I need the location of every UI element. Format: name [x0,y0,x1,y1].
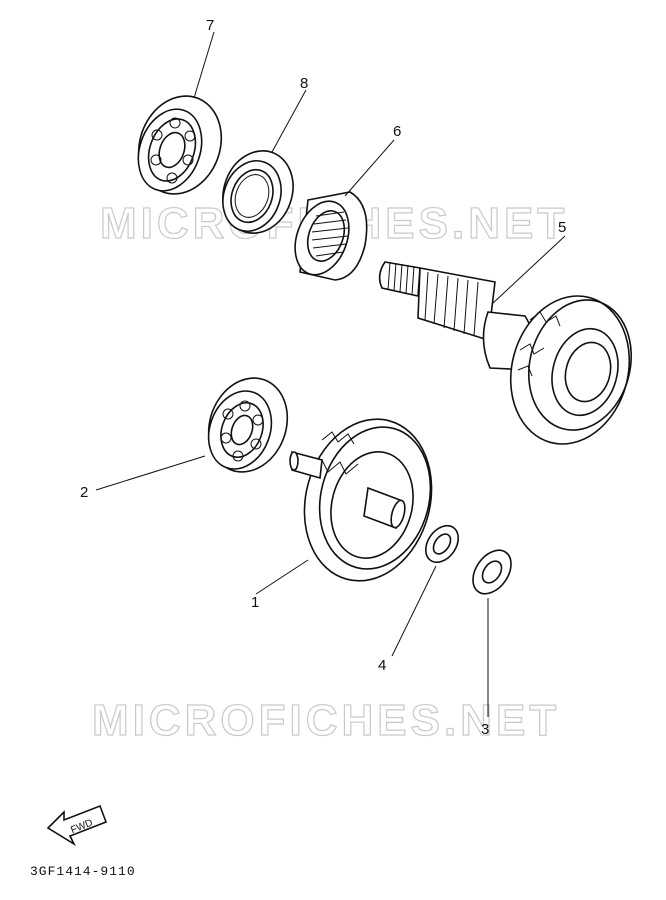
part-6-needle-bearing[interactable] [286,191,368,282]
part-5-shaft-gear[interactable] [378,261,646,457]
callout-3: 3 [481,721,489,738]
part-2-bearing[interactable] [196,367,300,483]
part-8-oil-seal[interactable] [212,141,305,243]
callout-5: 5 [558,219,566,236]
callout-8: 8 [300,75,308,92]
leader-lines [95,31,566,717]
part-7-bearing[interactable] [125,84,234,205]
callout-7: 7 [206,17,214,34]
part-3-washer[interactable] [465,543,519,601]
callout-1: 1 [251,594,259,611]
part-1-gear[interactable] [287,405,449,596]
callout-6: 6 [393,123,401,140]
part-4-washer[interactable] [419,520,465,569]
callout-4: 4 [378,657,386,674]
watermark-bottom: MICROFICHES.NET [92,696,560,745]
diagram-code: 3GF1414-9110 [30,864,136,879]
fwd-arrow-icon: FWD [46,804,108,847]
callout-2: 2 [80,484,88,501]
